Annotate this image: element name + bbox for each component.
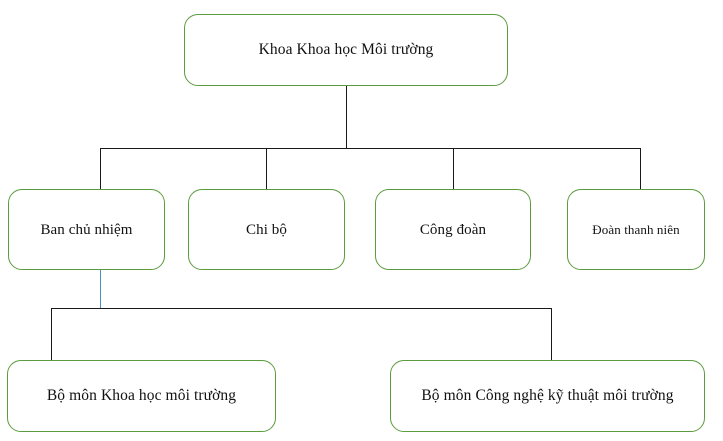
node-bo-mon-khoa-hoc-moi-truong[interactable]: Bộ môn Khoa học môi trường [7, 360, 276, 432]
node-ban-chu-nhiem[interactable]: Ban chủ nhiệm [8, 189, 165, 270]
node-label: Ban chủ nhiệm [40, 221, 133, 238]
node-label: Chi bộ [245, 221, 288, 238]
connector-drop-chi-bo [266, 148, 267, 189]
connector-drop-ban-chu-nhiem [100, 148, 101, 189]
connector-ban-chu-nhiem-stem [100, 270, 101, 308]
connector-root-stem [346, 86, 347, 148]
connector-drop-bo-mon-khoa-hoc [51, 308, 52, 360]
connector-level3-bus [51, 308, 551, 309]
node-label: Khoa Khoa học Môi trường [258, 40, 434, 58]
node-bo-mon-cong-nghe-ky-thuat-moi-truong[interactable]: Bộ môn Công nghệ kỹ thuật môi trường [390, 360, 705, 432]
node-label: Bộ môn Công nghệ kỹ thuật môi trường [421, 386, 674, 404]
connector-drop-doan-thanh-nien [640, 148, 641, 189]
node-label: Công đoàn [419, 221, 487, 238]
node-khoa-khoa-hoc-moi-truong[interactable]: Khoa Khoa học Môi trường [184, 14, 508, 86]
node-cong-doan[interactable]: Công đoàn [375, 189, 531, 270]
node-doan-thanh-nien[interactable]: Đoàn thanh niên [567, 189, 705, 270]
connector-drop-bo-mon-cong-nghe [551, 308, 552, 360]
connector-drop-cong-doan [453, 148, 454, 189]
node-chi-bo[interactable]: Chi bộ [188, 189, 345, 270]
node-label: Bộ môn Khoa học môi trường [46, 386, 237, 404]
connector-level2-bus [100, 148, 641, 149]
node-label: Đoàn thanh niên [592, 221, 680, 237]
